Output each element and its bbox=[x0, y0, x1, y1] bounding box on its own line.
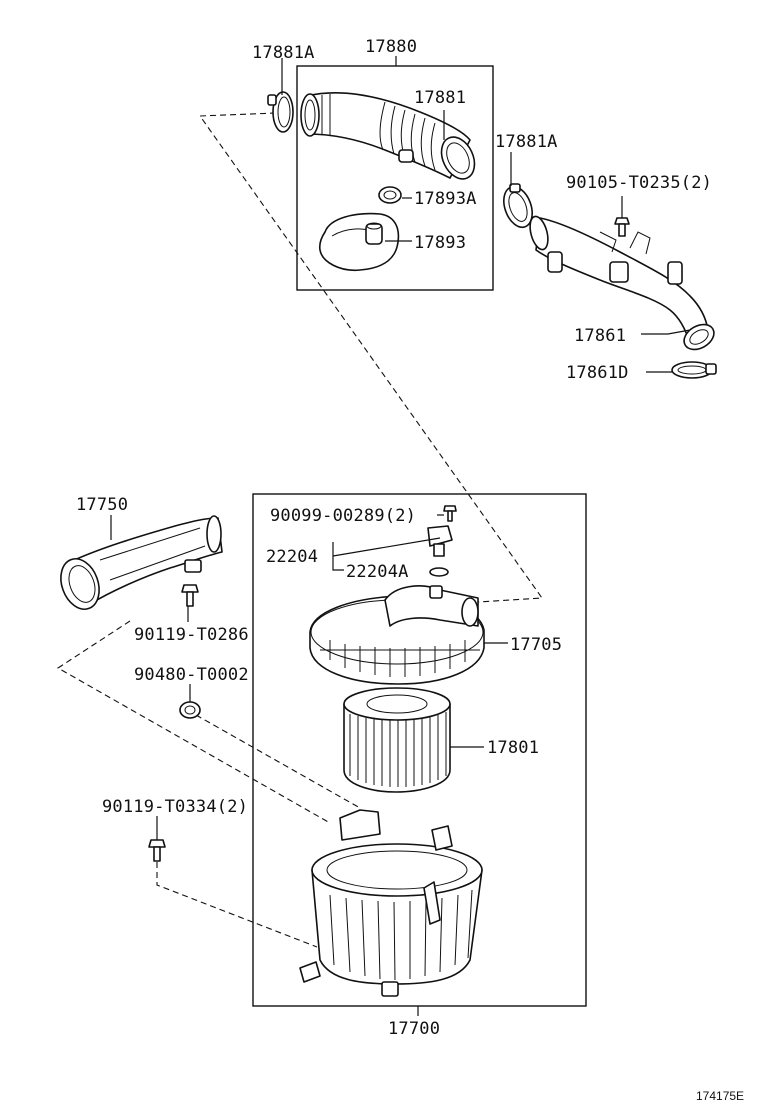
label-90119-t0334: 90119-T0334(2) bbox=[102, 797, 248, 817]
bolt-90119-t0286 bbox=[181, 584, 199, 607]
screw-90099 bbox=[443, 505, 457, 522]
clamp-17881a-top bbox=[267, 91, 294, 133]
grommet-90480 bbox=[179, 701, 201, 719]
figure-number: 174175E bbox=[696, 1089, 744, 1103]
label-17881: 17881 bbox=[414, 88, 466, 108]
group-box-17880 bbox=[296, 65, 494, 291]
o-ring-22204a bbox=[429, 567, 449, 577]
label-17881a-right: 17881A bbox=[495, 132, 558, 152]
label-90480-t0002: 90480-T0002 bbox=[134, 665, 249, 685]
cleaner-cap-17705 bbox=[309, 585, 485, 685]
group-box-17700 bbox=[252, 493, 587, 1007]
label-17881a-top: 17881A bbox=[252, 43, 315, 63]
inlet-hose-17881 bbox=[300, 92, 476, 180]
cleaner-case-17700 bbox=[299, 809, 483, 997]
label-17705: 17705 bbox=[510, 635, 562, 655]
label-90119-t0286: 90119-T0286 bbox=[134, 625, 249, 645]
label-17861d: 17861D bbox=[566, 363, 629, 383]
assembly-dashed-lines bbox=[56, 112, 544, 948]
label-17861: 17861 bbox=[574, 326, 626, 346]
label-17880: 17880 bbox=[365, 37, 417, 57]
label-17893a: 17893A bbox=[414, 189, 477, 209]
clamp-17861d bbox=[671, 361, 717, 379]
filter-element-17801 bbox=[343, 687, 451, 793]
leader-lines bbox=[110, 56, 691, 1016]
label-90099-00289: 90099-00289(2) bbox=[270, 506, 416, 526]
bolt-90119-t0334 bbox=[148, 839, 166, 862]
label-22204: 22204 bbox=[266, 547, 318, 567]
intake-duct-17861 bbox=[529, 215, 715, 351]
label-22204a: 22204A bbox=[346, 562, 409, 582]
label-17801: 17801 bbox=[487, 738, 539, 758]
part-labels: 17881A 17880 17881 17881A 90105-T0235(2)… bbox=[76, 37, 744, 1103]
label-17750: 17750 bbox=[76, 495, 128, 515]
clamp-17881a-right bbox=[503, 183, 533, 229]
label-90105-t0235: 90105-T0235(2) bbox=[566, 173, 712, 193]
bolt-90105 bbox=[614, 217, 630, 237]
label-17700: 17700 bbox=[388, 1019, 440, 1039]
sensor-22204 bbox=[427, 525, 453, 557]
inlet-duct-17750 bbox=[60, 515, 223, 610]
resonator-17893 bbox=[318, 212, 400, 272]
clamp-17893a bbox=[378, 186, 402, 204]
label-17893: 17893 bbox=[414, 233, 466, 253]
